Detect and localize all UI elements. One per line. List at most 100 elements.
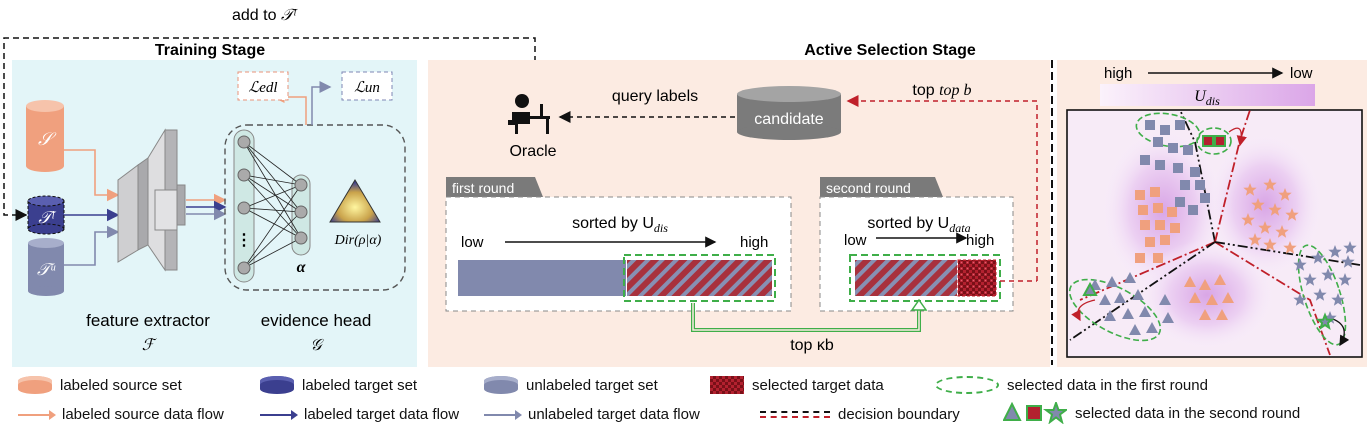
top-kb-arrow-inner <box>692 303 920 331</box>
triangle-marker <box>1222 292 1234 303</box>
oracle-label: Oracle <box>509 143 556 160</box>
evidence-head-network: ⋮ <box>233 129 311 283</box>
star-marker <box>1243 183 1257 196</box>
triangle-marker <box>1199 279 1211 290</box>
first-round-low: low <box>461 234 484 251</box>
evidence-head-symbol: 𝒢 <box>310 337 324 354</box>
unlabeled-target-cylinder-icon <box>484 376 518 394</box>
second-round-high: high <box>966 232 994 249</box>
triangle-marker <box>1189 292 1201 303</box>
square-marker <box>1140 220 1150 230</box>
second-round-label: second round <box>826 180 911 196</box>
square-marker <box>1173 163 1183 173</box>
legend-text: labeled source set <box>60 376 182 394</box>
selected-data-swatch-icon <box>710 376 744 394</box>
star-marker <box>1311 251 1325 264</box>
legend-text: unlabeled target set <box>526 376 658 394</box>
star-marker <box>1328 245 1342 258</box>
star-marker <box>1293 293 1307 306</box>
star-marker <box>1293 258 1307 271</box>
evidence-head-box <box>224 124 406 291</box>
square-marker <box>1153 253 1163 263</box>
first-round-selection-regions <box>1068 112 1347 346</box>
top-b-arrow <box>846 95 1038 281</box>
source-set-cylinder: 𝒮 <box>26 100 64 172</box>
add-to-label: add to 𝒯ˡ <box>232 7 298 24</box>
star-marker <box>1268 203 1282 216</box>
star-marker <box>1241 213 1255 226</box>
legend-text: labeled target set <box>302 376 418 394</box>
legend-decision-boundary: decision boundary <box>760 406 960 423</box>
loss-edl-box <box>237 71 289 101</box>
star-marker <box>1263 178 1277 191</box>
legend-text: selected data in the second round <box>1075 404 1301 422</box>
feature-extractor-label: feature extractor <box>86 311 210 330</box>
labeled-target-cylinder: 𝒯ˡ <box>27 195 65 235</box>
first-round-sorted: sorted by Udis <box>572 215 668 235</box>
legend-text: unlabeled target data flow <box>528 406 700 423</box>
candidate-cylinder: candidate <box>737 86 841 140</box>
triangle-marker <box>1104 310 1116 321</box>
unlabeled-target-symbol: 𝒯ᵘ <box>37 260 56 279</box>
legend-first-round: selected data in the first round <box>935 376 1208 394</box>
square-marker <box>1180 180 1190 190</box>
star-marker <box>1321 268 1335 281</box>
triangle-marker <box>1146 322 1158 333</box>
legend-text: decision boundary <box>838 406 960 423</box>
first-round-tab <box>446 177 543 197</box>
oracle-icon <box>508 94 550 134</box>
square-marker <box>1160 125 1170 135</box>
feature-extractor-blocks <box>117 128 186 272</box>
source-flow-arrow <box>64 149 120 202</box>
loss-un-arrow <box>311 81 332 125</box>
top-kb-text: top κb <box>790 337 834 354</box>
square-marker <box>1190 167 1200 177</box>
triangle-marker <box>1139 306 1151 317</box>
legend-unlabeled-flow: unlabeled target data flow <box>484 406 700 423</box>
labeled-target-cylinder-icon <box>260 376 294 394</box>
triangle-marker <box>1129 324 1141 335</box>
add-to-labeled-arrow <box>3 37 536 221</box>
square-marker <box>1175 120 1185 130</box>
square-marker <box>1202 135 1214 147</box>
square-marker <box>1175 197 1185 207</box>
legend-text: selected data in the first round <box>1007 376 1208 394</box>
dirichlet-triangle <box>329 179 381 223</box>
square-marker <box>1145 120 1155 130</box>
triangle-marker <box>1106 276 1118 287</box>
legend: labeled source set labeled target set un… <box>0 372 1370 431</box>
triangle-marker <box>1184 276 1196 287</box>
first-round-label: first round <box>452 180 514 196</box>
square-marker <box>1150 187 1160 197</box>
orange-arrow-icon <box>18 409 56 420</box>
square-marker <box>1200 193 1210 203</box>
candidate-label: candidate <box>754 111 823 128</box>
square-marker <box>1153 203 1163 213</box>
star-marker <box>1343 241 1357 254</box>
star-marker <box>1278 188 1292 201</box>
star-marker <box>1283 241 1297 254</box>
star-marker <box>1315 312 1335 330</box>
square-marker <box>1195 180 1205 190</box>
star-marker <box>1323 311 1337 324</box>
legend-unlabeled-target: unlabeled target set <box>484 376 658 394</box>
scatter-points <box>1082 120 1357 335</box>
active-title: Active Selection Stage <box>804 42 976 59</box>
query-labels-text: query labels <box>612 88 698 105</box>
legend-selected-target: selected target data <box>710 376 884 394</box>
second-round-markers-icon <box>1003 402 1067 424</box>
lavender-arrow-icon <box>484 409 522 420</box>
triangle-marker <box>1199 309 1211 320</box>
second-round-top-b-bar <box>957 259 997 297</box>
triangle-marker <box>1114 292 1126 303</box>
legend-source-flow: labeled source data flow <box>18 406 224 423</box>
star-marker <box>1338 273 1352 286</box>
scatter-low: low <box>1290 65 1313 82</box>
legend-source-set: labeled source set <box>18 376 182 394</box>
unlabeled-target-cylinder: 𝒯ᵘ <box>28 238 64 296</box>
square-marker <box>1135 190 1145 200</box>
triangle-marker <box>1206 294 1218 305</box>
first-round-selected-bar <box>627 260 772 296</box>
boundary-line-icon <box>760 411 830 418</box>
square-marker <box>1135 253 1145 263</box>
